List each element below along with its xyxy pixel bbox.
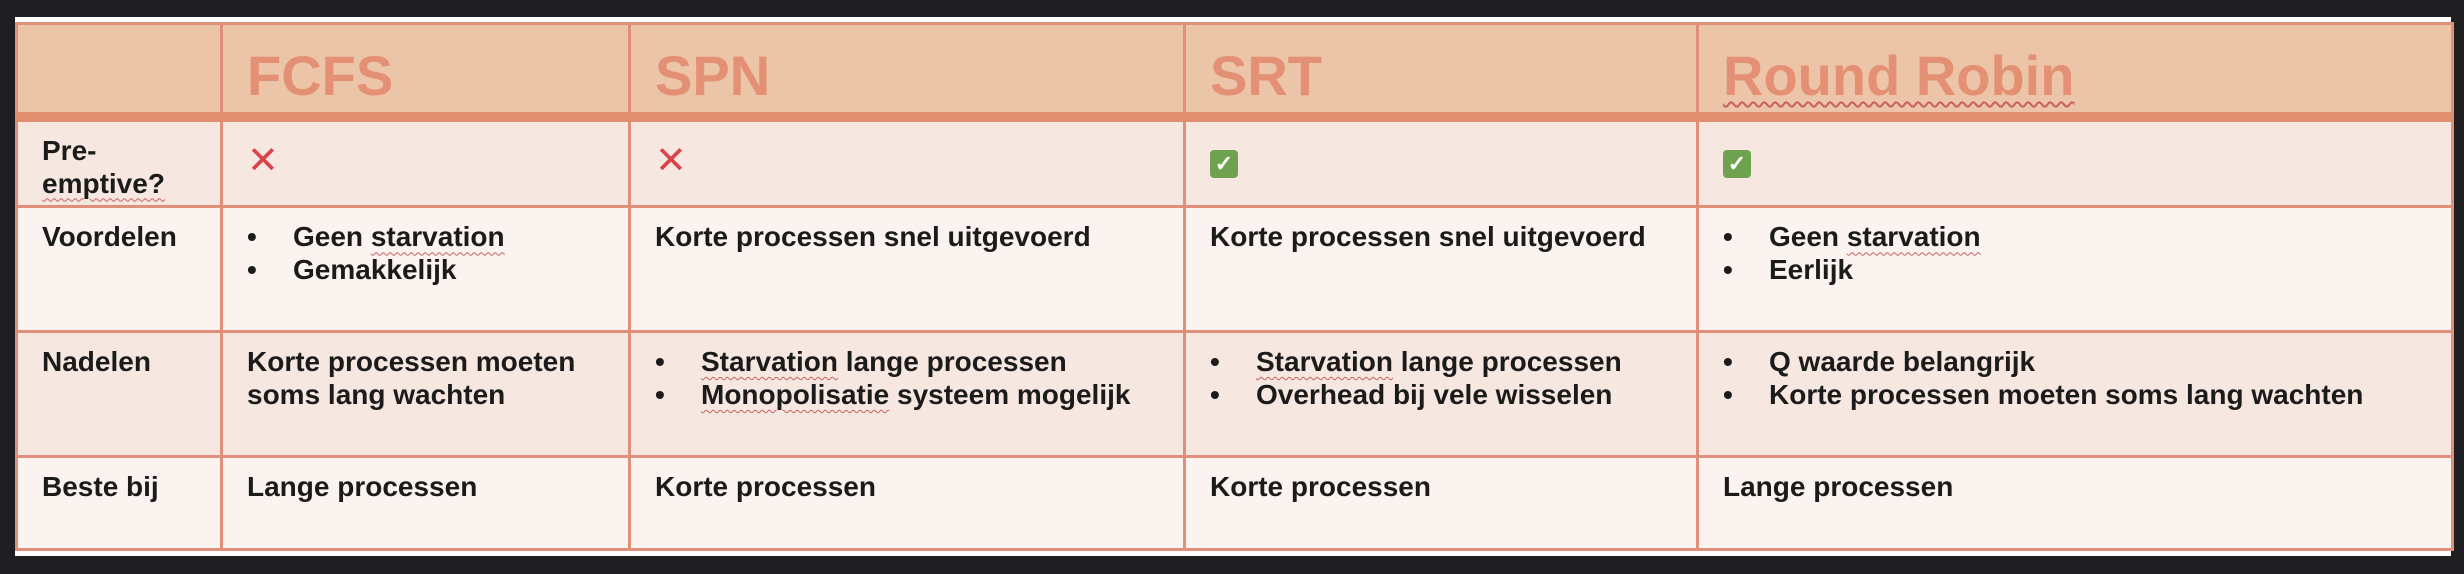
list-item: • Overhead bij vele wisselen bbox=[1210, 378, 1672, 411]
table-header-row: FCFS SPN SRT Round Robin bbox=[15, 21, 2454, 122]
cross-icon: ✕ bbox=[247, 139, 279, 182]
check-icon: ✓ bbox=[1210, 149, 1238, 178]
list-item: • Korte processen moeten soms lang wachte… bbox=[1723, 378, 2427, 411]
cell-beste-bij-round-robin: Lange processen bbox=[1696, 454, 2454, 552]
cross-icon: ✕ bbox=[655, 139, 687, 182]
list-item-text: Eerlijk bbox=[1769, 254, 1854, 286]
list-item-text: lange processen bbox=[837, 346, 1067, 378]
list-item: • Starvation lange processen bbox=[655, 345, 1159, 378]
bullet: • bbox=[655, 379, 665, 411]
list-item: • Geen starvation bbox=[247, 220, 604, 253]
header-fcfs: FCFS bbox=[220, 21, 631, 122]
bullet: • bbox=[1210, 346, 1220, 378]
header-round-robin-label: Round Robin bbox=[1723, 44, 2075, 107]
bullet: • bbox=[1723, 379, 1733, 411]
list-item-text: Q waarde belangrijk bbox=[1769, 346, 2036, 378]
cell-preemptive-fcfs: ✕ bbox=[220, 115, 631, 209]
table-row-preemptive: Pre- emptive? ✕ ✕ ✓ ✓ bbox=[15, 115, 2454, 209]
row-label-preemptive: Pre- emptive? bbox=[15, 115, 223, 209]
list-item-text: Monopolisatie bbox=[701, 379, 890, 411]
bullet: • bbox=[655, 346, 665, 378]
bullet: • bbox=[247, 254, 257, 286]
row-label-beste-bij: Beste bij bbox=[15, 454, 223, 552]
list-item-text: Geen bbox=[293, 221, 371, 253]
cell-text-line: soms lang wachten bbox=[247, 379, 506, 411]
bullet-list: • Starvation lange processen • Monopolisat… bbox=[655, 345, 1159, 411]
cell-voordelen-round-robin: • Geen starvation • Eerlijk bbox=[1696, 205, 2454, 334]
bullet: • bbox=[1723, 254, 1733, 286]
list-item-text: systeem mogelijk bbox=[889, 379, 1131, 411]
cell-preemptive-srt: ✓ bbox=[1183, 115, 1699, 209]
list-item: • Gemakkelijk bbox=[247, 253, 604, 286]
bullet: • bbox=[1210, 379, 1220, 411]
cell-nadelen-spn: • Starvation lange processen • Monopolisat… bbox=[628, 330, 1186, 458]
cell-beste-bij-spn: Korte processen bbox=[628, 454, 1186, 552]
bullet: • bbox=[247, 221, 257, 253]
bullet: • bbox=[1723, 346, 1733, 378]
cell-preemptive-round-robin: ✓ bbox=[1696, 115, 2454, 209]
list-item-text: starvation bbox=[1846, 221, 1981, 253]
table-row-nadelen: Nadelen Korte processen moeten soms lang… bbox=[15, 330, 2454, 458]
bullet-list: • Q waarde belangrijk • Korte processen mo… bbox=[1723, 345, 2427, 411]
row-label-voordelen: Voordelen bbox=[15, 205, 223, 334]
cell-voordelen-srt: Korte processen snel uitgevoerd bbox=[1183, 205, 1699, 334]
row-label-preemptive-line1: Pre- bbox=[42, 134, 97, 166]
header-srt: SRT bbox=[1183, 21, 1699, 122]
slide: FCFS SPN SRT Round Robin Pre- emptive? ✕… bbox=[15, 17, 2454, 556]
list-item-text: Starvation bbox=[701, 346, 838, 378]
bullet: • bbox=[1723, 221, 1733, 253]
bullet-list: • Starvation lange processen • Overhead bi… bbox=[1210, 345, 1672, 411]
list-item-text: Starvation bbox=[1256, 346, 1393, 378]
table-row-voordelen: Voordelen •Geen starvation •Gemakkelijk … bbox=[15, 205, 2454, 334]
cell-nadelen-round-robin: • Q waarde belangrijk • Korte processen mo… bbox=[1696, 330, 2454, 458]
list-item-text: lange processen bbox=[1392, 346, 1622, 378]
check-icon: ✓ bbox=[1723, 149, 1751, 178]
list-item-text: Overhead bij vele wisselen bbox=[1256, 379, 1613, 411]
cell-text-line: Korte processen moeten bbox=[247, 346, 576, 378]
header-corner-cell bbox=[15, 21, 223, 122]
list-item-text: Korte processen moeten soms lang wachten bbox=[1769, 379, 2364, 411]
bullet-list: • Geen starvation • Eerlijk bbox=[1723, 220, 2427, 286]
header-spn: SPN bbox=[628, 21, 1186, 122]
cell-beste-bij-srt: Korte processen bbox=[1183, 454, 1699, 552]
cell-nadelen-fcfs: Korte processen moeten soms lang wachten bbox=[220, 330, 631, 458]
list-item-text: Gemakkelijk bbox=[293, 254, 457, 286]
list-item: • Eerlijk bbox=[1723, 253, 2427, 286]
list-item-text: Geen bbox=[1769, 221, 1847, 253]
list-item: • Starvation lange processen bbox=[1210, 345, 1672, 378]
cell-beste-bij-fcfs: Lange processen bbox=[220, 454, 631, 552]
bullet-list: • Geen starvation • Gemakkelijk bbox=[247, 220, 604, 286]
list-item: • Monopolisatie systeem mogelijk bbox=[655, 378, 1159, 411]
list-item: • Geen starvation bbox=[1723, 220, 2427, 253]
cell-preemptive-spn: ✕ bbox=[628, 115, 1186, 209]
cell-nadelen-srt: • Starvation lange processen • Overhead bi… bbox=[1183, 330, 1699, 458]
cell-voordelen-fcfs: • Geen starvation • Gemakkelijk bbox=[220, 205, 631, 334]
row-label-nadelen: Nadelen bbox=[15, 330, 223, 458]
cell-voordelen-spn: Korte processen snel uitgevoerd bbox=[628, 205, 1186, 334]
comparison-table: FCFS SPN SRT Round Robin Pre- emptive? ✕… bbox=[15, 21, 2454, 552]
table-row-beste-bij: Beste bij Lange processen Korte processe… bbox=[15, 454, 2454, 552]
list-item-text: starvation bbox=[370, 221, 505, 253]
list-item: • Q waarde belangrijk bbox=[1723, 345, 2427, 378]
header-round-robin: Round Robin bbox=[1696, 21, 2454, 122]
row-label-preemptive-line2: emptive? bbox=[42, 167, 165, 199]
